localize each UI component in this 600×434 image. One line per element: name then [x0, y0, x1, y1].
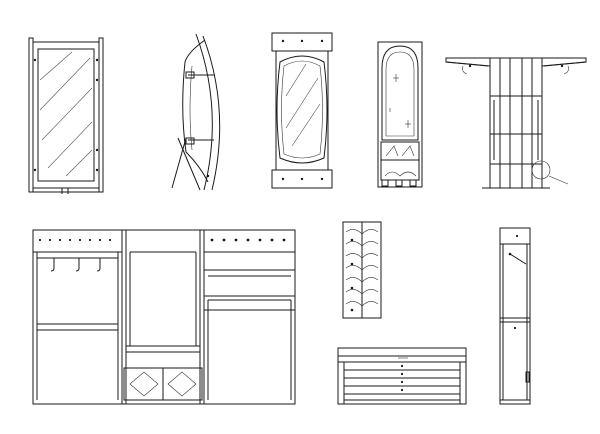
rivet-row-left [38, 238, 112, 242]
flat-drawer-chest [337, 347, 467, 405]
rivet-row-right [210, 238, 286, 242]
framed-mirror-stand [28, 37, 104, 194]
narrow-locker [499, 227, 531, 405]
rotating-shoe-rack [342, 221, 382, 319]
hall-stand-with-hooks [445, 57, 587, 189]
curved-mirror-stand [171, 33, 221, 191]
panel-mirror [271, 32, 333, 189]
arched-mirror-shoe-cabinet [377, 41, 423, 188]
wardrobe-elevation [32, 229, 296, 405]
